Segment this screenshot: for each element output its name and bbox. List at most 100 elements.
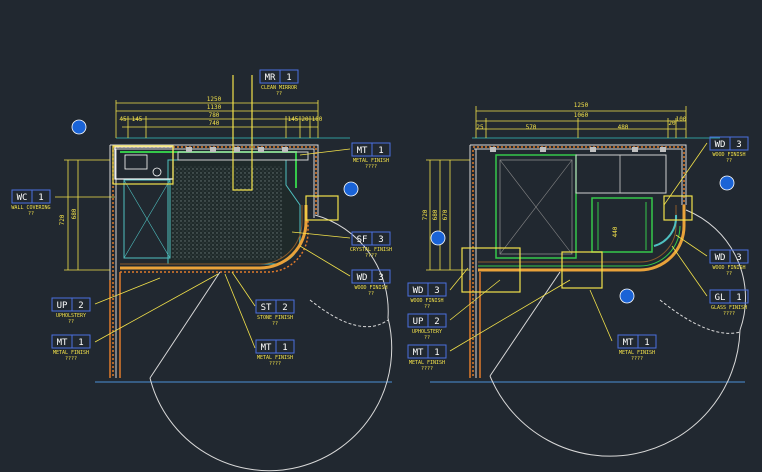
tag-code: WD [715, 253, 726, 263]
dim-r-440: 440 [612, 226, 619, 237]
dim-l-100: 100 [312, 116, 323, 123]
tag-description: WOOD FINISH [712, 152, 745, 158]
dim-r-720: 720 [422, 209, 429, 220]
tag-frame [407, 313, 447, 328]
right-dimensions [426, 106, 687, 271]
dim-r-570: 570 [526, 124, 537, 131]
tag-code: MT [261, 343, 272, 353]
dimension-text: 1250 1130 780 740 145 45 145 20 100 720 … [59, 96, 687, 237]
tag-code: MT [623, 338, 634, 348]
tag-number: 1 [378, 146, 383, 156]
dim-r-100: 100 [676, 116, 687, 123]
tag-description: CRYSTAL FINISH [350, 247, 392, 253]
detail-boxes [112, 75, 693, 293]
section-markers [71, 119, 735, 304]
tag-description: WOOD FINISH [410, 298, 443, 304]
tag-frame [709, 249, 749, 264]
tag-code: MT [357, 146, 368, 156]
tag-description: METAL FINISH [409, 360, 445, 366]
tag-frame [51, 297, 91, 312]
tag-frame [351, 269, 391, 284]
tag-subtitle: ?? [276, 91, 282, 97]
tag-subtitle: ???? [65, 356, 77, 362]
tag-frame [351, 231, 391, 246]
tag-number: 2 [282, 303, 287, 313]
tag-description: GLASS FINISH [711, 305, 747, 311]
tag-frame [617, 334, 657, 349]
dim-l-145b: 145 [288, 116, 299, 123]
tag-subtitle: ???? [631, 356, 643, 362]
tag-frame [11, 189, 51, 204]
tag-frame [709, 289, 749, 304]
tag-description: STONE FINISH [257, 315, 293, 321]
tag-subtitle: ?? [726, 158, 732, 164]
tag-subtitle: ???? [365, 253, 377, 259]
tag-subtitle: ?? [368, 291, 374, 297]
dim-r-680: 680 [432, 209, 439, 220]
dim-l-680: 680 [71, 208, 78, 219]
tag-description: METAL FINISH [257, 355, 293, 361]
tag-description: METAL FINISH [353, 158, 389, 164]
tag-description: METAL FINISH [53, 350, 89, 356]
tag-frame [259, 69, 299, 84]
left-dimensions [64, 100, 319, 271]
tag-number: 3 [378, 273, 383, 283]
right-plan [430, 137, 747, 457]
tag-description: UPHOLSTERY [56, 313, 86, 319]
tag-code: ST [261, 303, 272, 313]
tag-number: 3 [378, 235, 383, 245]
tag-number: 1 [286, 73, 291, 83]
dim-l-780: 780 [209, 112, 220, 119]
tag-code: MT [413, 348, 424, 358]
tag-subtitle: ???? [365, 164, 377, 170]
dim-l-720: 720 [59, 214, 66, 225]
dim-r-1080: 1060 [574, 112, 589, 119]
tag-number: 1 [282, 343, 287, 353]
dim-r-670: 670 [442, 209, 449, 220]
tag-frame [407, 344, 447, 359]
dim-l-1130: 1130 [207, 104, 222, 111]
tag-code: WC [17, 193, 28, 203]
tag-number: 1 [644, 338, 649, 348]
left-wall-outline [109, 144, 319, 378]
tag-subtitle: ?? [424, 335, 430, 341]
tag-number: 3 [736, 140, 741, 150]
tag-description: WALL COVERING [11, 205, 50, 211]
dim-l-145a: 145 [132, 116, 143, 123]
tag-subtitle: ?? [726, 271, 732, 277]
dim-r-20: 20 [668, 120, 676, 127]
tag-number: 2 [78, 301, 83, 311]
tag-number: 3 [736, 253, 741, 263]
tag-frame [351, 142, 391, 157]
tag-number: 2 [434, 317, 439, 327]
tag-description: CLEAN MIRROR [261, 85, 298, 91]
tag-description: UPHOLSTERY [412, 329, 442, 335]
tag-code: MR [265, 73, 276, 83]
tag-frame [51, 334, 91, 349]
tag-frame [709, 136, 749, 151]
tag-code: UP [413, 317, 424, 327]
tag-frame [255, 299, 295, 314]
tag-code: UP [57, 301, 68, 311]
dim-l-45: 45 [119, 116, 127, 123]
tag-description: WOOD FINISH [354, 285, 387, 291]
stone-texture [172, 166, 282, 260]
tag-description: METAL FINISH [619, 350, 655, 356]
tag-subtitle: ?? [28, 211, 34, 217]
tag-code: WD [413, 286, 424, 296]
tag-code: MT [57, 338, 68, 348]
tag-description: WOOD FINISH [712, 265, 745, 271]
